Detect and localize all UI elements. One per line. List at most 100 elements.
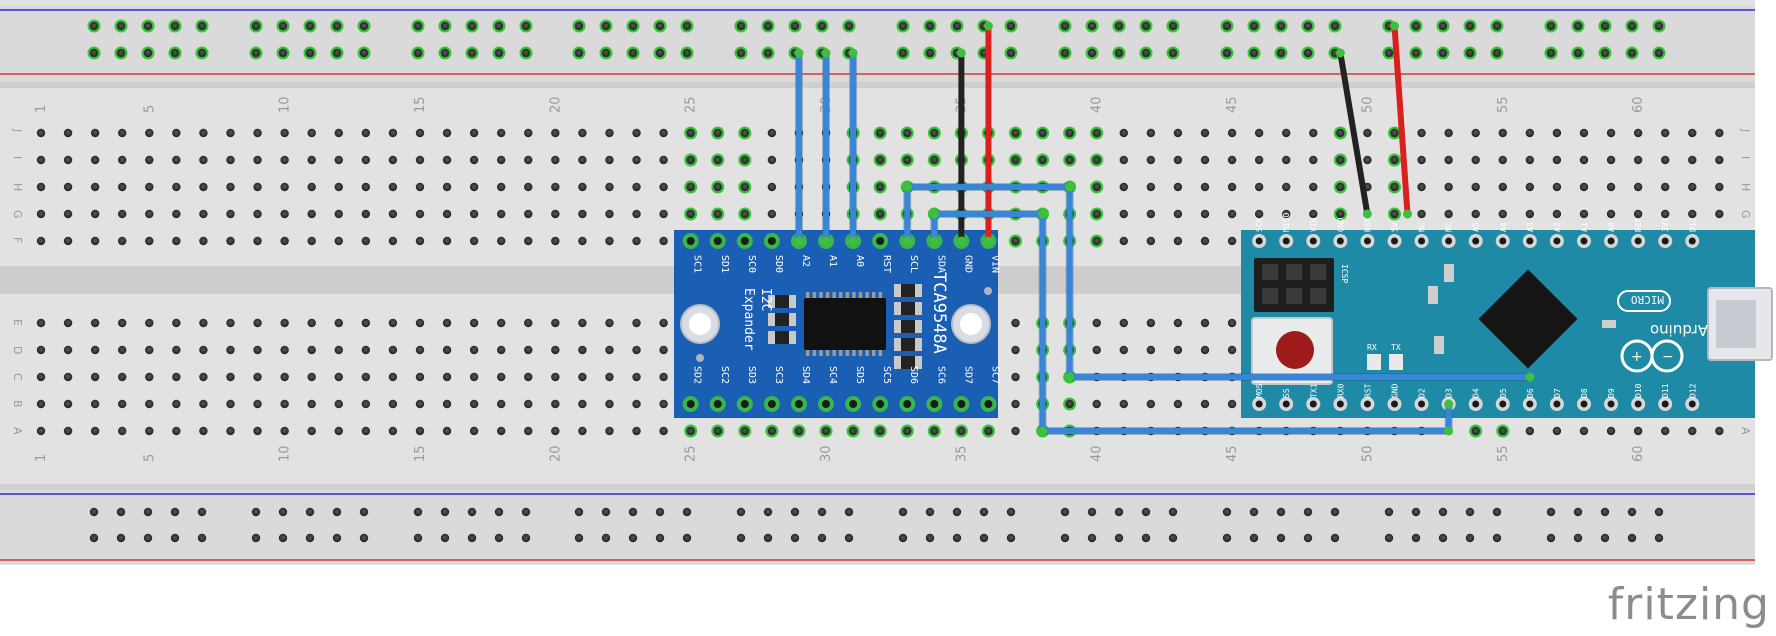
arduino-pin-hole — [1309, 237, 1317, 245]
rx-led — [1367, 354, 1381, 370]
breadboard-hole — [817, 533, 827, 543]
row-letter: C — [11, 373, 24, 381]
arduino-pin-label: D6 — [1526, 388, 1535, 398]
breadboard-hole — [36, 426, 46, 436]
row-letter: J — [1739, 128, 1752, 132]
breadboard-hole — [253, 318, 262, 328]
breadboard-hole — [605, 209, 614, 219]
expander-mount-hole-left-inner — [689, 313, 711, 335]
breadboard-hole — [601, 21, 611, 31]
breadboard-hole — [388, 209, 398, 219]
breadboard-hole — [496, 209, 506, 219]
breadboard-hole — [1168, 533, 1178, 543]
breadboard-hole — [170, 48, 180, 58]
arduino-pin-hole — [1499, 400, 1507, 408]
smd-part — [1602, 320, 1616, 328]
breadboard-hole — [682, 507, 692, 517]
breadboard-hole — [172, 209, 181, 219]
wire-arduino-5v-end — [1403, 209, 1412, 219]
breadboard-hole — [524, 372, 533, 382]
breadboard-hole — [90, 345, 100, 355]
breadboard-hole — [332, 507, 342, 517]
breadboard-hole — [388, 399, 398, 409]
arduino-pin-label: A2 — [1553, 222, 1562, 232]
breadboard-hole — [199, 236, 208, 246]
breadboard-hole — [898, 21, 908, 31]
breadboard-hole — [90, 426, 100, 436]
column-number: 60 — [1631, 445, 1646, 462]
breadboard-hole — [1600, 48, 1610, 58]
wire-a1-end — [821, 48, 831, 58]
breadboard-hole — [1546, 533, 1556, 543]
breadboard-hole — [334, 318, 343, 328]
breadboard-hole — [767, 128, 777, 138]
breadboard-hole — [1146, 345, 1156, 355]
ic-leg — [852, 292, 856, 298]
row-letter: A — [11, 427, 24, 435]
expander-pin-label: SD7 — [962, 366, 973, 384]
breadboard-hole — [767, 426, 777, 436]
breadboard-hole — [655, 533, 665, 543]
breadboard-hole — [632, 345, 641, 355]
breadboard-hole — [763, 48, 773, 58]
breadboard-hole — [1092, 155, 1101, 165]
breadboard-hole — [521, 507, 531, 517]
breadboard-hole — [1688, 209, 1697, 219]
breadboard-hole — [361, 155, 371, 165]
breadboard-hole — [63, 399, 73, 409]
breadboard-hole — [413, 21, 423, 31]
fritzing-logo: fritzing — [1607, 579, 1770, 630]
breadboard-hole — [199, 345, 208, 355]
breadboard-hole — [1627, 21, 1637, 31]
breadboard-hole — [253, 372, 262, 382]
column-number: 15 — [413, 96, 428, 113]
breadboard-hole — [334, 128, 343, 138]
breadboard-hole — [63, 182, 73, 192]
column-number: 55 — [1496, 96, 1511, 113]
breadboard-hole — [1688, 128, 1697, 138]
breadboard-hole — [415, 128, 425, 138]
breadboard-hole — [524, 399, 533, 409]
arduino-pin-hole — [1336, 400, 1344, 408]
breadboard-hole — [524, 236, 533, 246]
arduino-pin-hole — [1391, 400, 1398, 408]
breadboard-hole — [494, 48, 504, 58]
breadboard-hole — [1249, 533, 1259, 543]
breadboard-hole — [334, 155, 343, 165]
breadboard-hole — [145, 318, 154, 328]
breadboard-hole — [388, 236, 398, 246]
breadboard-hole — [1227, 399, 1237, 409]
column-number: 50 — [1360, 96, 1375, 113]
breadboard-hole — [1087, 48, 1097, 58]
breadboard-hole — [63, 426, 73, 436]
breadboard-hole — [1092, 318, 1101, 328]
breadboard-hole — [952, 21, 962, 31]
breadboard-hole — [659, 155, 668, 165]
arduino-pin-label: MISO — [1282, 213, 1291, 232]
breadboard-hole — [1119, 209, 1129, 219]
breadboard-hole — [1309, 209, 1318, 219]
breadboard-hole — [875, 209, 885, 219]
breadboard-hole — [278, 507, 288, 517]
breadboard-hole — [1552, 209, 1562, 219]
arduino-pin-label: A1 — [1580, 222, 1589, 232]
arduino-pin-hole — [1526, 237, 1534, 245]
breadboard-hole — [659, 345, 668, 355]
arduino-pin-hole — [1580, 400, 1588, 408]
rail-groove-top — [0, 82, 1755, 88]
breadboard-hole — [307, 209, 316, 219]
breadboard-hole — [143, 507, 153, 517]
breadboard-hole — [251, 507, 261, 517]
breadboard-hole — [521, 533, 531, 543]
breadboard-hole — [1715, 182, 1724, 192]
ic-leg — [819, 292, 823, 298]
expander-pin-label: A0 — [854, 255, 865, 267]
breadboard-hole — [388, 426, 398, 436]
arduino-pin-hole — [1607, 400, 1615, 408]
ic-leg — [858, 350, 863, 356]
breadboard-hole — [280, 372, 289, 382]
breadboard-hole — [1011, 128, 1020, 138]
breadboard-hole — [1254, 155, 1264, 165]
